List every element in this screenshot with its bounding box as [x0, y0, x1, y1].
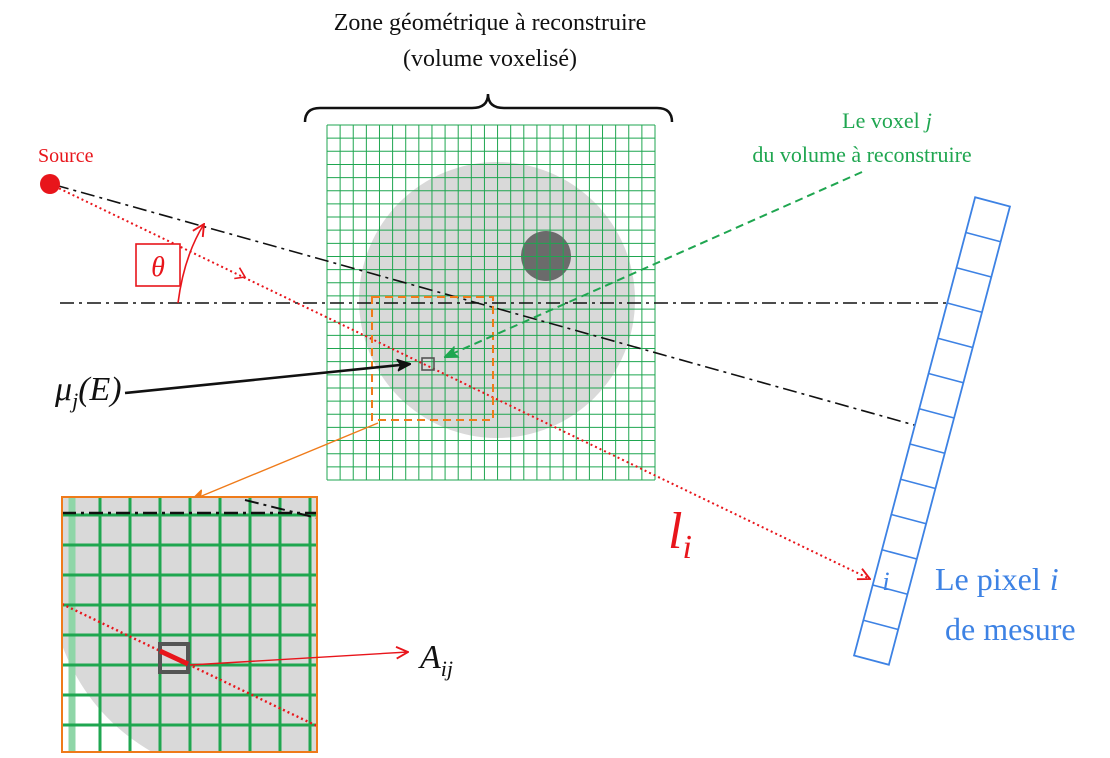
zoom-region-outline	[371, 296, 494, 421]
detector-cell-divider	[946, 302, 983, 313]
voxel-arrow	[445, 171, 863, 357]
source-point	[40, 174, 60, 194]
zoom-connector-arrow	[192, 422, 379, 500]
ray-line-li	[49, 183, 870, 579]
pixel-label-var: i	[1050, 561, 1059, 597]
zoom-inset	[62, 497, 317, 752]
voxel-label-var: j	[923, 108, 932, 133]
matrix-element-subscript: ij	[441, 656, 453, 681]
zoom-central-ray-axis	[244, 499, 317, 519]
matrix-element-symbol: A	[418, 639, 441, 676]
attenuation-argument: (E)	[78, 371, 121, 408]
ray-direction-arrowhead	[234, 267, 247, 280]
pixel-label-text: Le pixel	[935, 561, 1041, 597]
detector-cell-divider	[900, 478, 936, 490]
detector-array	[852, 196, 1012, 666]
source-label: Source	[38, 145, 94, 167]
attenuation-symbol: μ	[54, 371, 72, 408]
zoom-voxel-grid	[62, 497, 317, 752]
zoom-inset-frame	[61, 496, 318, 753]
detector-cell-divider	[909, 443, 945, 454]
detector-cell-divider	[919, 408, 955, 419]
attenuation-subscript: j	[69, 388, 78, 413]
voxel-label-text: Le voxel	[842, 108, 920, 133]
detector-cell-divider	[937, 337, 973, 349]
matrix-element-arrow	[189, 652, 408, 666]
title-line-2: (volume voxelisé)	[403, 46, 577, 72]
zoom-voxel-j-square	[158, 642, 190, 674]
detector-cell-divider	[965, 231, 1001, 243]
object-disk	[359, 162, 635, 438]
detector-cell-divider	[928, 372, 964, 384]
reconstruction-zone-brace	[303, 93, 674, 123]
ray-subscript: i	[682, 529, 691, 566]
angle-symbol: θ	[151, 252, 165, 283]
detector-cell-divider	[956, 266, 992, 278]
angle-label-box	[135, 243, 181, 287]
angle-arc	[177, 224, 204, 304]
pixel-label-line-2: de mesure	[945, 611, 1076, 647]
title-line-1: Zone géométrique à reconstruire	[334, 10, 647, 36]
ray-symbol: l	[668, 503, 682, 560]
detector-frame	[852, 196, 1012, 666]
voxel-label-line-2: du volume à reconstruire	[752, 142, 971, 167]
detector-cell-divider	[891, 513, 927, 525]
voxel-j-square	[421, 357, 435, 371]
detector-cells	[863, 231, 1001, 631]
attenuation-arrow	[124, 364, 410, 395]
detector-pixel-i-label: i	[882, 567, 889, 596]
detector-cell-divider	[872, 584, 908, 596]
detector-cell-divider	[863, 619, 899, 631]
attenuation-label: μj(E)	[54, 371, 122, 413]
intersection-length-segment	[158, 648, 190, 667]
ray-label: li	[668, 503, 692, 566]
detector-cell-divider	[881, 549, 918, 560]
matrix-element-label: Aij	[418, 639, 453, 681]
